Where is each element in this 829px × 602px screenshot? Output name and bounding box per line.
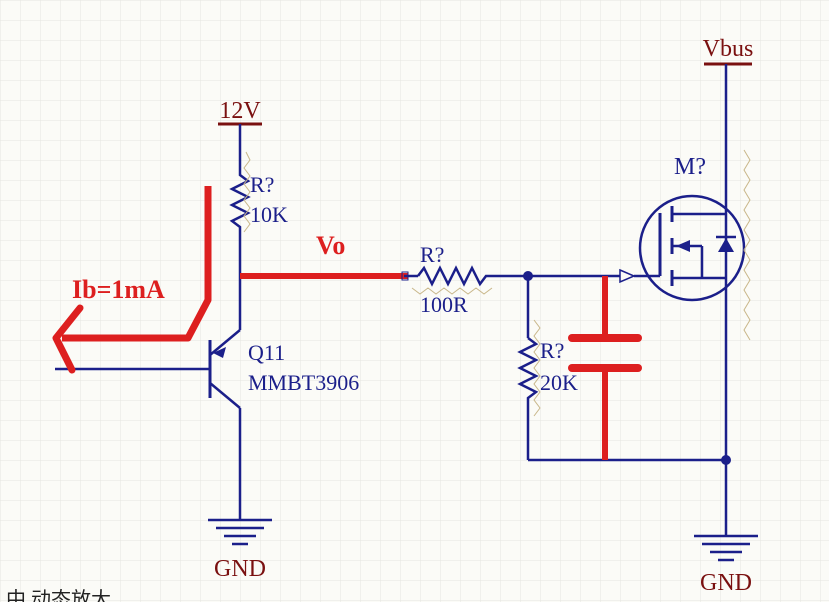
channel-arrow-icon (676, 240, 690, 252)
resistor-10k: R? 10K (229, 151, 288, 240)
r-gate-designator: R? (420, 242, 444, 267)
emitter-arrow-icon (213, 347, 226, 358)
supply-vbus: Vbus (703, 36, 754, 200)
r-pullup-value: 10K (250, 202, 288, 227)
q11-designator: Q11 (248, 340, 285, 365)
label-gnd-right: GND (700, 570, 752, 596)
supply-12v: 12V (218, 98, 262, 160)
ground-right: GND (694, 534, 758, 596)
capacitor-highlight (568, 276, 642, 460)
r-pulldown-designator: R? (540, 338, 564, 363)
label-gnd-left: GND (214, 556, 266, 582)
resistor-100r: R? 100R (401, 242, 528, 317)
label-vbus: Vbus (703, 36, 754, 62)
resistor-20k: R? 20K (517, 276, 578, 460)
annotation-ib: Ib=1mA (72, 275, 165, 304)
port-arrow-icon (619, 268, 636, 284)
cropped-footer-text: 中 动态放大 (6, 588, 111, 602)
ib-current-arrow (52, 186, 212, 374)
body-diode-icon (718, 238, 734, 252)
arrowhead-icon (52, 304, 84, 374)
label-12v: 12V (219, 98, 261, 124)
annotation-vo: Vo (316, 231, 345, 260)
mosfet-designator: M? (674, 154, 706, 180)
r-pulldown-value: 20K (540, 370, 578, 395)
mosfet-m: M? (634, 149, 751, 341)
junction-source (721, 455, 731, 465)
ground-left: GND (208, 500, 272, 582)
q11-part: MMBT3906 (248, 370, 359, 395)
r-pullup-designator: R? (250, 172, 274, 197)
r-gate-value: 100R (420, 292, 468, 317)
